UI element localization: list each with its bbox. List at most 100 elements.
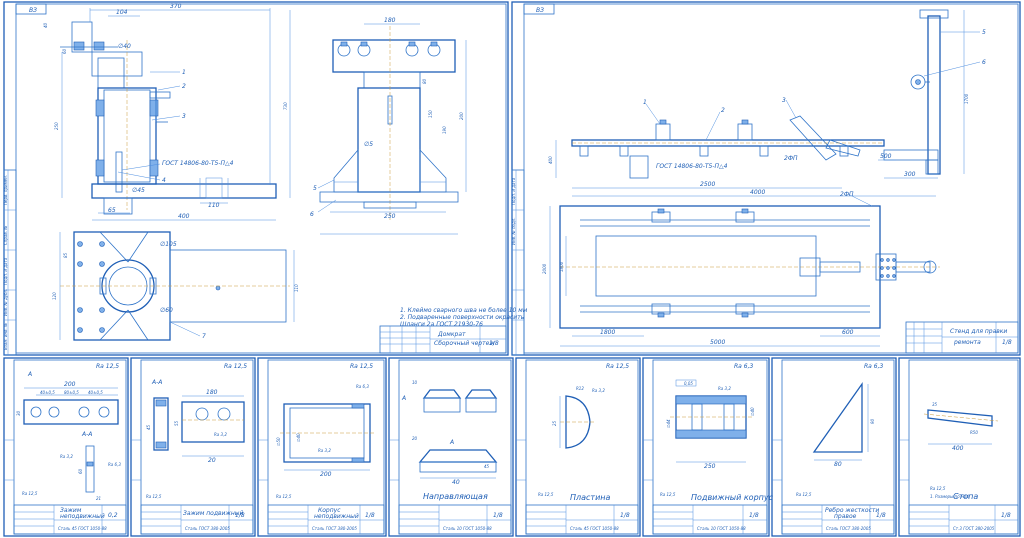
weld-2: 2ФП: [840, 191, 854, 198]
leader-6: 6: [310, 211, 314, 218]
dim-w-180: 180: [384, 17, 396, 24]
d6-roughness: Ra 6,3: [734, 363, 753, 370]
d4-sheet: 1/8: [493, 512, 503, 519]
d1-w200: 200: [64, 381, 76, 388]
d3-ra-main: Ra 12,5: [276, 494, 292, 499]
sheet-top-left: ВЗ Домкрат Сборочный чертеж 1/8: [3, 1, 509, 356]
sheet-num-right: 1/8: [1002, 339, 1012, 346]
d2-sec: А-А: [151, 379, 162, 386]
d3-material: Сталь ГОСТ 380-2005: [312, 526, 357, 531]
d8-ra-main: Ra 12,5: [930, 486, 946, 491]
d8-material: Ст.3 ГОСТ 380-2005: [953, 526, 995, 531]
jack-front-view: 370 104 250 730 400 65 110 40 60 ∅40 ∅45…: [43, 3, 291, 221]
dim-w-600: 600: [842, 329, 854, 336]
dim-dia-45: ∅45: [132, 187, 145, 194]
d7-sheet: 1/8: [876, 512, 886, 519]
dim-w-1800: 1800: [600, 329, 615, 336]
d2-title: Зажим подвижный: [183, 510, 244, 517]
d4-title: Направляющая: [423, 492, 488, 501]
dim-w-5000: 5000: [710, 339, 725, 346]
sheet-side-labels: Перв. примен. Справ. № Подп. и дата Инв.…: [3, 175, 516, 350]
dim-w-85: 85: [63, 252, 68, 258]
d3-roughness: Ra 12,5: [350, 363, 373, 370]
d4-sec-a: А: [401, 395, 406, 402]
dim-h-190: 190: [442, 126, 447, 134]
corner-code-right: ВЗ: [536, 7, 544, 14]
leader-5: 5: [313, 185, 317, 192]
dim-h-mid: 250: [54, 122, 59, 130]
d1-ra-main: Ra 12,5: [22, 491, 38, 496]
title-block-right: Стенд для правки ремонта 1/8: [905, 321, 1019, 354]
d2-material: Сталь ГОСТ 380-2005: [185, 526, 230, 531]
dim-h-400: 400: [548, 156, 553, 164]
d5-title: Пластина: [570, 493, 611, 502]
dim-h-150: 150: [428, 110, 433, 118]
stand-top-view: 5000 1800 600 2000 1800 2ФП: [542, 191, 940, 347]
d7-material: Сталь ГОСТ 380-2005: [826, 526, 871, 531]
dim-small-w: 104: [116, 9, 128, 16]
sheet-num-left: 1/8: [489, 340, 499, 347]
d6-title: Подвижный корпус: [691, 493, 774, 502]
d7-w80: 80: [834, 461, 842, 468]
d7-roughness: Ra 6,3: [864, 363, 883, 370]
d1-sheet: 0,2: [108, 512, 118, 519]
d1-v1: 40±0,5: [40, 390, 55, 395]
d1-h60: 60: [78, 468, 83, 474]
dim-h-60: 60: [62, 48, 67, 54]
d5-roughness: Ra 12,5: [606, 363, 629, 370]
d2-h55: 55: [174, 420, 179, 426]
note-1: 1. Клеймо сварного шва не более 10 мм: [400, 307, 528, 314]
title-block-left: Домкрат Сборочный чертеж 1/8: [379, 325, 507, 354]
stand-leader-6: 6: [982, 59, 986, 66]
d8-h35: 35: [932, 402, 938, 407]
stand-leader-2: 2: [721, 107, 725, 114]
d6-tol: 0,05: [684, 381, 693, 386]
d1-h30: 30: [16, 410, 21, 416]
jack-top-view: 120 85 110 ∅105 ∅60 7 1. Клеймо сварного…: [52, 231, 528, 341]
d6-ra32: Ra 3,2: [718, 386, 731, 391]
dim-w-2500: 2500: [700, 181, 715, 188]
detail-7-drawing: Ra 6,3 90 80 Ra 12,5: [796, 363, 883, 497]
d2-roughness: Ra 12,5: [224, 363, 247, 370]
d1-sec-a: А: [27, 371, 32, 378]
d1-v2: 80±0,5: [64, 390, 79, 395]
side-label-2: Справ. №: [3, 226, 8, 245]
detail-title-blocks: Зажим неподвижный Сталь 45 ГОСТ 1050-88 …: [13, 492, 1019, 535]
d1-h21: 21: [96, 496, 101, 501]
d6-dia44: ∅44: [666, 419, 671, 428]
d2-ra32: Ra 3,2: [214, 432, 227, 437]
leader-7: 7: [202, 333, 206, 340]
d5-ra-main: Ra 12,5: [538, 492, 554, 497]
d5-r12: R12: [576, 386, 584, 391]
weld-1: 2ФП: [784, 155, 798, 162]
d7-title: Ребро жесткости: [825, 507, 879, 514]
d6-dia40: ∅40: [750, 407, 755, 416]
dim-w-500: 500: [880, 153, 892, 160]
dim-w-65: 65: [108, 207, 116, 214]
d7-ra-main: Ra 12,5: [796, 492, 812, 497]
dim-h-2000: 2000: [542, 263, 547, 274]
dim-h-total: 730: [283, 102, 288, 110]
d8-title: Стопа: [953, 492, 978, 501]
stand-leader-1: 1: [643, 99, 647, 106]
d5-ra32: Ra 3,2: [592, 388, 605, 393]
d8-note: 1. Размеры по H14: [930, 494, 969, 499]
d4-h20: 20: [412, 436, 418, 441]
d6-material: Сталь 10 ГОСТ 1050-88: [697, 526, 746, 531]
d1-v3: 40±0,5: [88, 390, 103, 395]
d3-ra32: Ra 3,2: [318, 448, 331, 453]
note-3: Шланги 2a ГОСТ 21930-76: [400, 321, 483, 328]
dim-dia-5: ∅5: [364, 141, 373, 148]
detail-8-drawing: 35 R50 400 1. Размеры по H14 Ra 12,5: [923, 402, 999, 499]
d8-r50: R50: [970, 430, 978, 435]
dim-h-200: 200: [459, 112, 464, 120]
d3-dia50: ∅50: [276, 437, 281, 446]
dim-w-300: 300: [904, 171, 916, 178]
dim-h-1800: 1800: [559, 261, 564, 272]
d1-roughness: Ra 12,5: [96, 363, 119, 370]
side-label-7: Инв. № подл.: [511, 217, 516, 245]
d2-w180: 180: [206, 389, 218, 396]
dim-w-400: 400: [178, 213, 190, 220]
stand-leader-3: 3: [782, 97, 786, 104]
